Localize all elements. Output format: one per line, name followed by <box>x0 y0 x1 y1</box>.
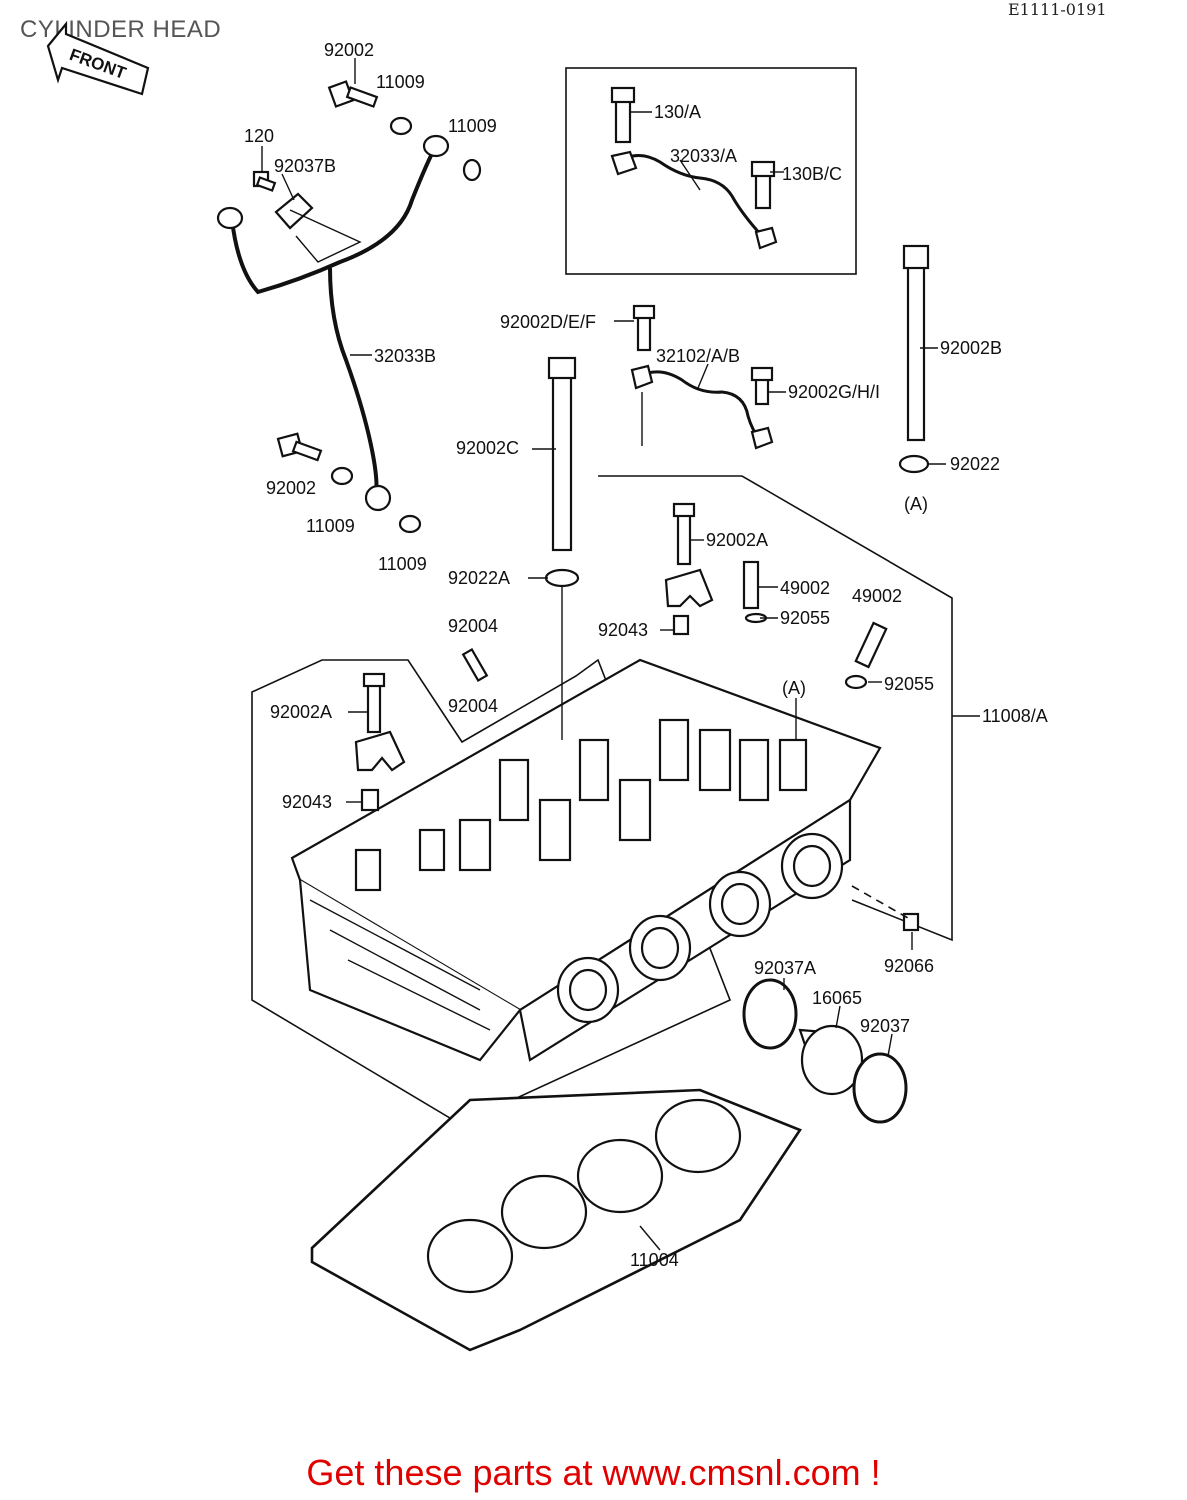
intake-holder <box>742 978 908 1124</box>
cylinder-head <box>290 658 882 1062</box>
label-92037: 92037 <box>860 1016 910 1036</box>
leader-lines <box>261 58 980 1251</box>
label-16065: 16065 <box>812 988 862 1008</box>
label-49002: 49002 <box>852 586 902 606</box>
label-11004: 11004 <box>630 1250 679 1270</box>
label-92002: 92002 <box>324 40 374 60</box>
oil-pipe-32102 <box>630 304 774 450</box>
label-32033a: 32033/A <box>670 146 737 166</box>
label-92002a: 92002A <box>706 530 768 550</box>
label-a-ref: (A) <box>782 678 806 698</box>
label-92055: 92055 <box>780 608 830 628</box>
cam-caps-and-plugs <box>354 502 920 932</box>
label-a-ref: (A) <box>904 494 928 514</box>
label-32102ab: 32102/A/B <box>656 346 740 366</box>
label-92002def: 92002D/E/F <box>500 312 596 332</box>
label-11009: 11009 <box>306 516 355 536</box>
label-11009: 11009 <box>378 554 427 574</box>
label-130bc: 130B/C <box>782 164 842 184</box>
label-92066: 92066 <box>884 956 934 976</box>
oil-pipe-32033a <box>610 86 778 250</box>
label-32033b: 32033B <box>374 346 436 366</box>
label-92002b: 92002B <box>940 338 1002 358</box>
label-92055: 92055 <box>884 674 934 694</box>
label-49002: 49002 <box>780 578 830 598</box>
label-92022: 92022 <box>950 454 1000 474</box>
label-130a: 130/A <box>654 102 701 122</box>
head-gasket <box>310 1088 802 1352</box>
label-11008a: 11008/A <box>982 706 1048 726</box>
footer-promo-link[interactable]: Get these parts at www.cmsnl.com ! <box>306 1452 881 1493</box>
label-11009: 11009 <box>376 72 425 92</box>
label-92002: 92002 <box>266 478 316 498</box>
label-92002ghi: 92002G/H/I <box>788 382 880 402</box>
label-92043: 92043 <box>282 792 332 812</box>
label-92037a: 92037A <box>754 958 816 978</box>
label-92004: 92004 <box>448 616 498 636</box>
front-arrow-icon: FRONT <box>46 20 150 96</box>
label-92004: 92004 <box>448 696 498 716</box>
label-92002a: 92002A <box>270 702 332 722</box>
label-92002c: 92002C <box>456 438 519 458</box>
label-11009: 11009 <box>448 116 497 136</box>
label-92022a: 92022A <box>448 568 510 588</box>
label-92043: 92043 <box>598 620 648 640</box>
oil-pipe-32033b <box>216 134 450 512</box>
intake-ports <box>556 832 844 1024</box>
part-labels: 92002 11009 11009 120 92037B 32033B 9200… <box>244 40 1048 1270</box>
label-120: 120 <box>244 126 274 146</box>
long-studs <box>544 244 930 588</box>
small-hardware <box>252 80 482 534</box>
label-92037b: 92037B <box>274 156 336 176</box>
cam-towers <box>354 718 808 892</box>
diagram-code: E1111-0191 <box>1008 0 1107 19</box>
exploded-parts-diagram: FRONT <box>46 20 1048 1352</box>
inset-box <box>565 67 857 275</box>
